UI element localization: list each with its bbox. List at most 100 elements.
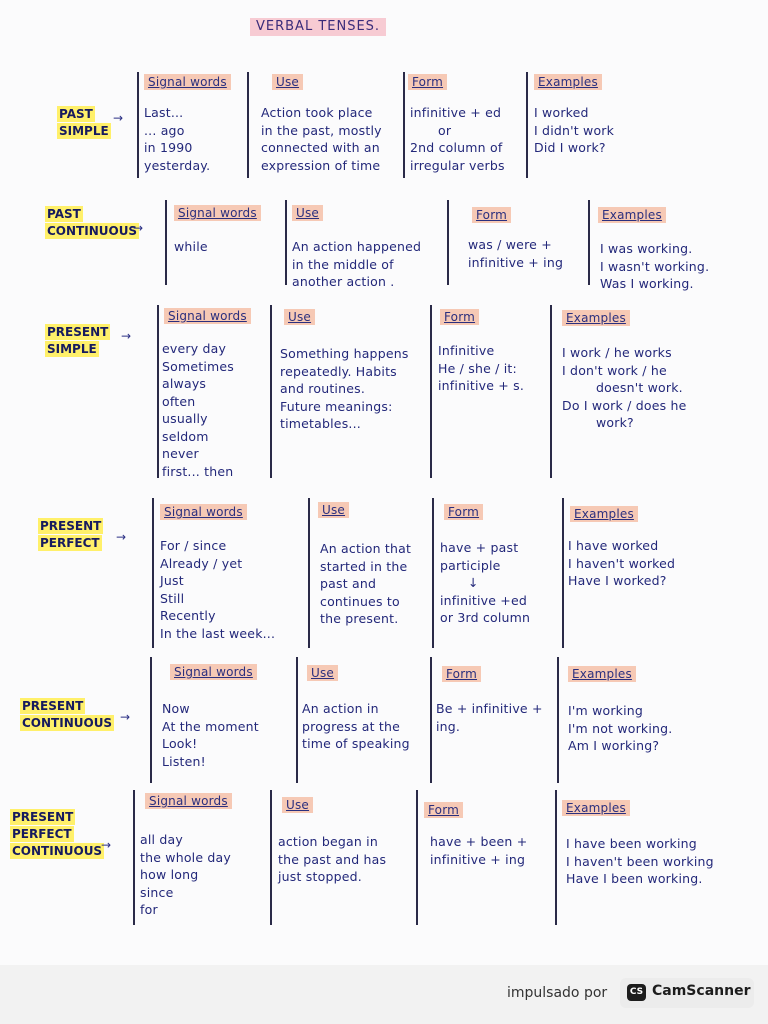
signal-words-line: Just xyxy=(160,573,184,588)
form-line: was / were + xyxy=(468,237,552,252)
signal-words-line: the whole day xyxy=(140,849,232,865)
form-line: He / she / it: xyxy=(438,360,517,376)
form-line: 2nd column of xyxy=(410,140,503,155)
column-header-examples: Examples xyxy=(534,74,602,90)
column-header-use: Use xyxy=(307,665,339,681)
signal-words-line: Listen! xyxy=(162,753,206,769)
tense-label-line: PRESENT xyxy=(38,518,104,534)
form-line: or xyxy=(438,122,452,138)
column-header-form: Form xyxy=(472,207,512,223)
form-line: ↓ xyxy=(468,575,479,590)
form-line: infinitive +ed xyxy=(440,592,527,608)
use-line: connected with an xyxy=(261,140,380,155)
column-header-signal-words: Signal words xyxy=(164,308,251,324)
column-divider xyxy=(555,790,557,925)
column-header-signal-words: Signal words xyxy=(145,793,232,809)
use-line: the past and has xyxy=(278,851,387,867)
camscanner-badge[interactable]: CS CamScanner xyxy=(620,978,754,1008)
signal-words-line: for xyxy=(140,902,158,917)
examples-line: Do I work / does he xyxy=(562,397,687,413)
examples-line: work? xyxy=(596,415,634,430)
signal-words-line: all day xyxy=(140,832,183,847)
column-divider xyxy=(308,498,310,648)
signal-words-line: Recently xyxy=(160,608,216,623)
form-line: infinitive + ing xyxy=(468,254,564,270)
form-line: infinitive + s. xyxy=(438,378,525,393)
tense-label-line: SIMPLE xyxy=(57,123,111,139)
column-header-signal-words: Signal words xyxy=(144,74,231,90)
examples-line: I worked xyxy=(534,105,589,120)
examples-line: I work / he works xyxy=(562,345,672,360)
column-divider xyxy=(550,305,552,478)
column-header-examples: Examples xyxy=(562,800,630,816)
use-line: another action . xyxy=(292,274,395,289)
signal-words-line: first... then xyxy=(162,463,234,479)
form-line: participle xyxy=(440,557,501,573)
signal-words-line: For / since xyxy=(160,538,227,553)
use-line: continues to xyxy=(320,593,400,609)
form-line: irregular verbs xyxy=(410,157,505,173)
use-line: An action happened xyxy=(292,239,422,254)
examples-line: doesn't work. xyxy=(596,380,683,395)
form-cell: Be + infinitive +ing. xyxy=(436,700,543,735)
signal-words-line: ... ago xyxy=(144,122,185,138)
column-header-form: Form xyxy=(424,802,464,818)
signal-words-line: yesterday. xyxy=(144,157,211,173)
column-header-examples: Examples xyxy=(598,207,666,223)
tense-label-line: CONTINUOUS xyxy=(10,843,105,859)
signal-words-line: Now xyxy=(162,701,190,716)
signal-words-line: Last... xyxy=(144,105,184,120)
use-line: in the past, mostly xyxy=(261,122,382,138)
column-divider xyxy=(296,657,298,783)
use-line: just stopped. xyxy=(278,869,362,884)
signal-words-line: seldom xyxy=(162,428,209,444)
column-header-signal-words: Signal words xyxy=(160,504,247,520)
use-line: progress at the xyxy=(302,718,400,734)
column-divider xyxy=(285,200,287,285)
signal-words-line: Already / yet xyxy=(160,555,243,571)
column-divider xyxy=(588,200,590,285)
signal-words-line: since xyxy=(140,884,174,900)
column-divider xyxy=(562,498,564,648)
examples-line: I haven't worked xyxy=(568,555,676,571)
tense-label-line: PRESENT xyxy=(45,324,111,340)
column-divider xyxy=(430,657,432,783)
signal-words-cell: Last... ... ago in 1990 yesterday. xyxy=(144,104,210,174)
signal-words-line: in 1990 xyxy=(144,140,193,155)
use-line: past and xyxy=(320,576,377,591)
column-divider xyxy=(133,790,135,925)
column-divider xyxy=(403,72,405,178)
use-line: timetables... xyxy=(280,416,361,431)
use-line: expression of time xyxy=(261,157,381,173)
column-divider xyxy=(270,305,272,478)
form-cell: Infinitive He / she / it: infinitive + s. xyxy=(438,342,524,395)
column-header-form: Form xyxy=(440,309,480,325)
tense-label-line: CONTINUOUS xyxy=(20,715,115,731)
column-divider xyxy=(430,305,432,478)
form-line: Infinitive xyxy=(438,343,495,358)
use-line: Future meanings: xyxy=(280,398,393,414)
form-line: infinitive + ed xyxy=(410,105,502,120)
use-line: Action took place xyxy=(261,105,373,120)
column-divider xyxy=(152,498,154,648)
examples-line: I was working. xyxy=(600,241,693,256)
examples-line: Did I work? xyxy=(534,140,606,155)
arrow-right-icon: → xyxy=(113,111,124,125)
examples-line: Have I been working. xyxy=(566,871,703,886)
